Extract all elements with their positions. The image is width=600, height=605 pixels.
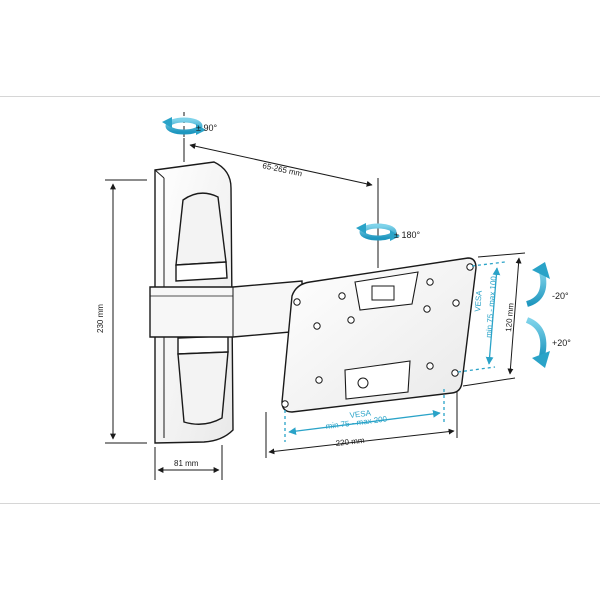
swivel-top-label: ± 90° — [196, 123, 217, 133]
vesa-horizontal-title: VESA — [349, 408, 372, 420]
vesa-vertical-range: min 75 - max 100 — [484, 275, 498, 338]
base-width-label: 81 mm — [174, 459, 199, 468]
tilt-up-label: -20° — [552, 291, 569, 301]
dimension-height — [105, 179, 147, 444]
height-label: 230 mm — [96, 304, 105, 333]
vesa-horizontal-dimension — [284, 389, 445, 442]
tilt-up-arrow-icon — [525, 262, 550, 307]
frame-line-bottom — [0, 503, 600, 504]
vesa-vertical-title: VESA — [473, 289, 484, 312]
frame-line-top — [0, 96, 600, 97]
plate-height-label: 120 mm — [504, 302, 516, 332]
dimension-plate-height — [462, 252, 526, 387]
swivel-mid-arrow-icon — [356, 223, 400, 241]
tv-plate — [281, 257, 477, 413]
vesa-vertical-dimension — [457, 261, 506, 373]
swivel-top-arrow-icon — [162, 117, 206, 135]
plate-width-label: 220 mm — [335, 436, 365, 448]
swivel-mid-label: ± 180° — [394, 230, 420, 240]
dimension-base-width — [154, 445, 223, 480]
tilt-down-label: +20° — [552, 338, 571, 348]
swivel-arm — [149, 280, 303, 338]
arm-extension-label: 65-265 mm — [262, 161, 304, 178]
tilt-down-arrow-icon — [525, 317, 550, 368]
wall-plate — [154, 161, 234, 444]
